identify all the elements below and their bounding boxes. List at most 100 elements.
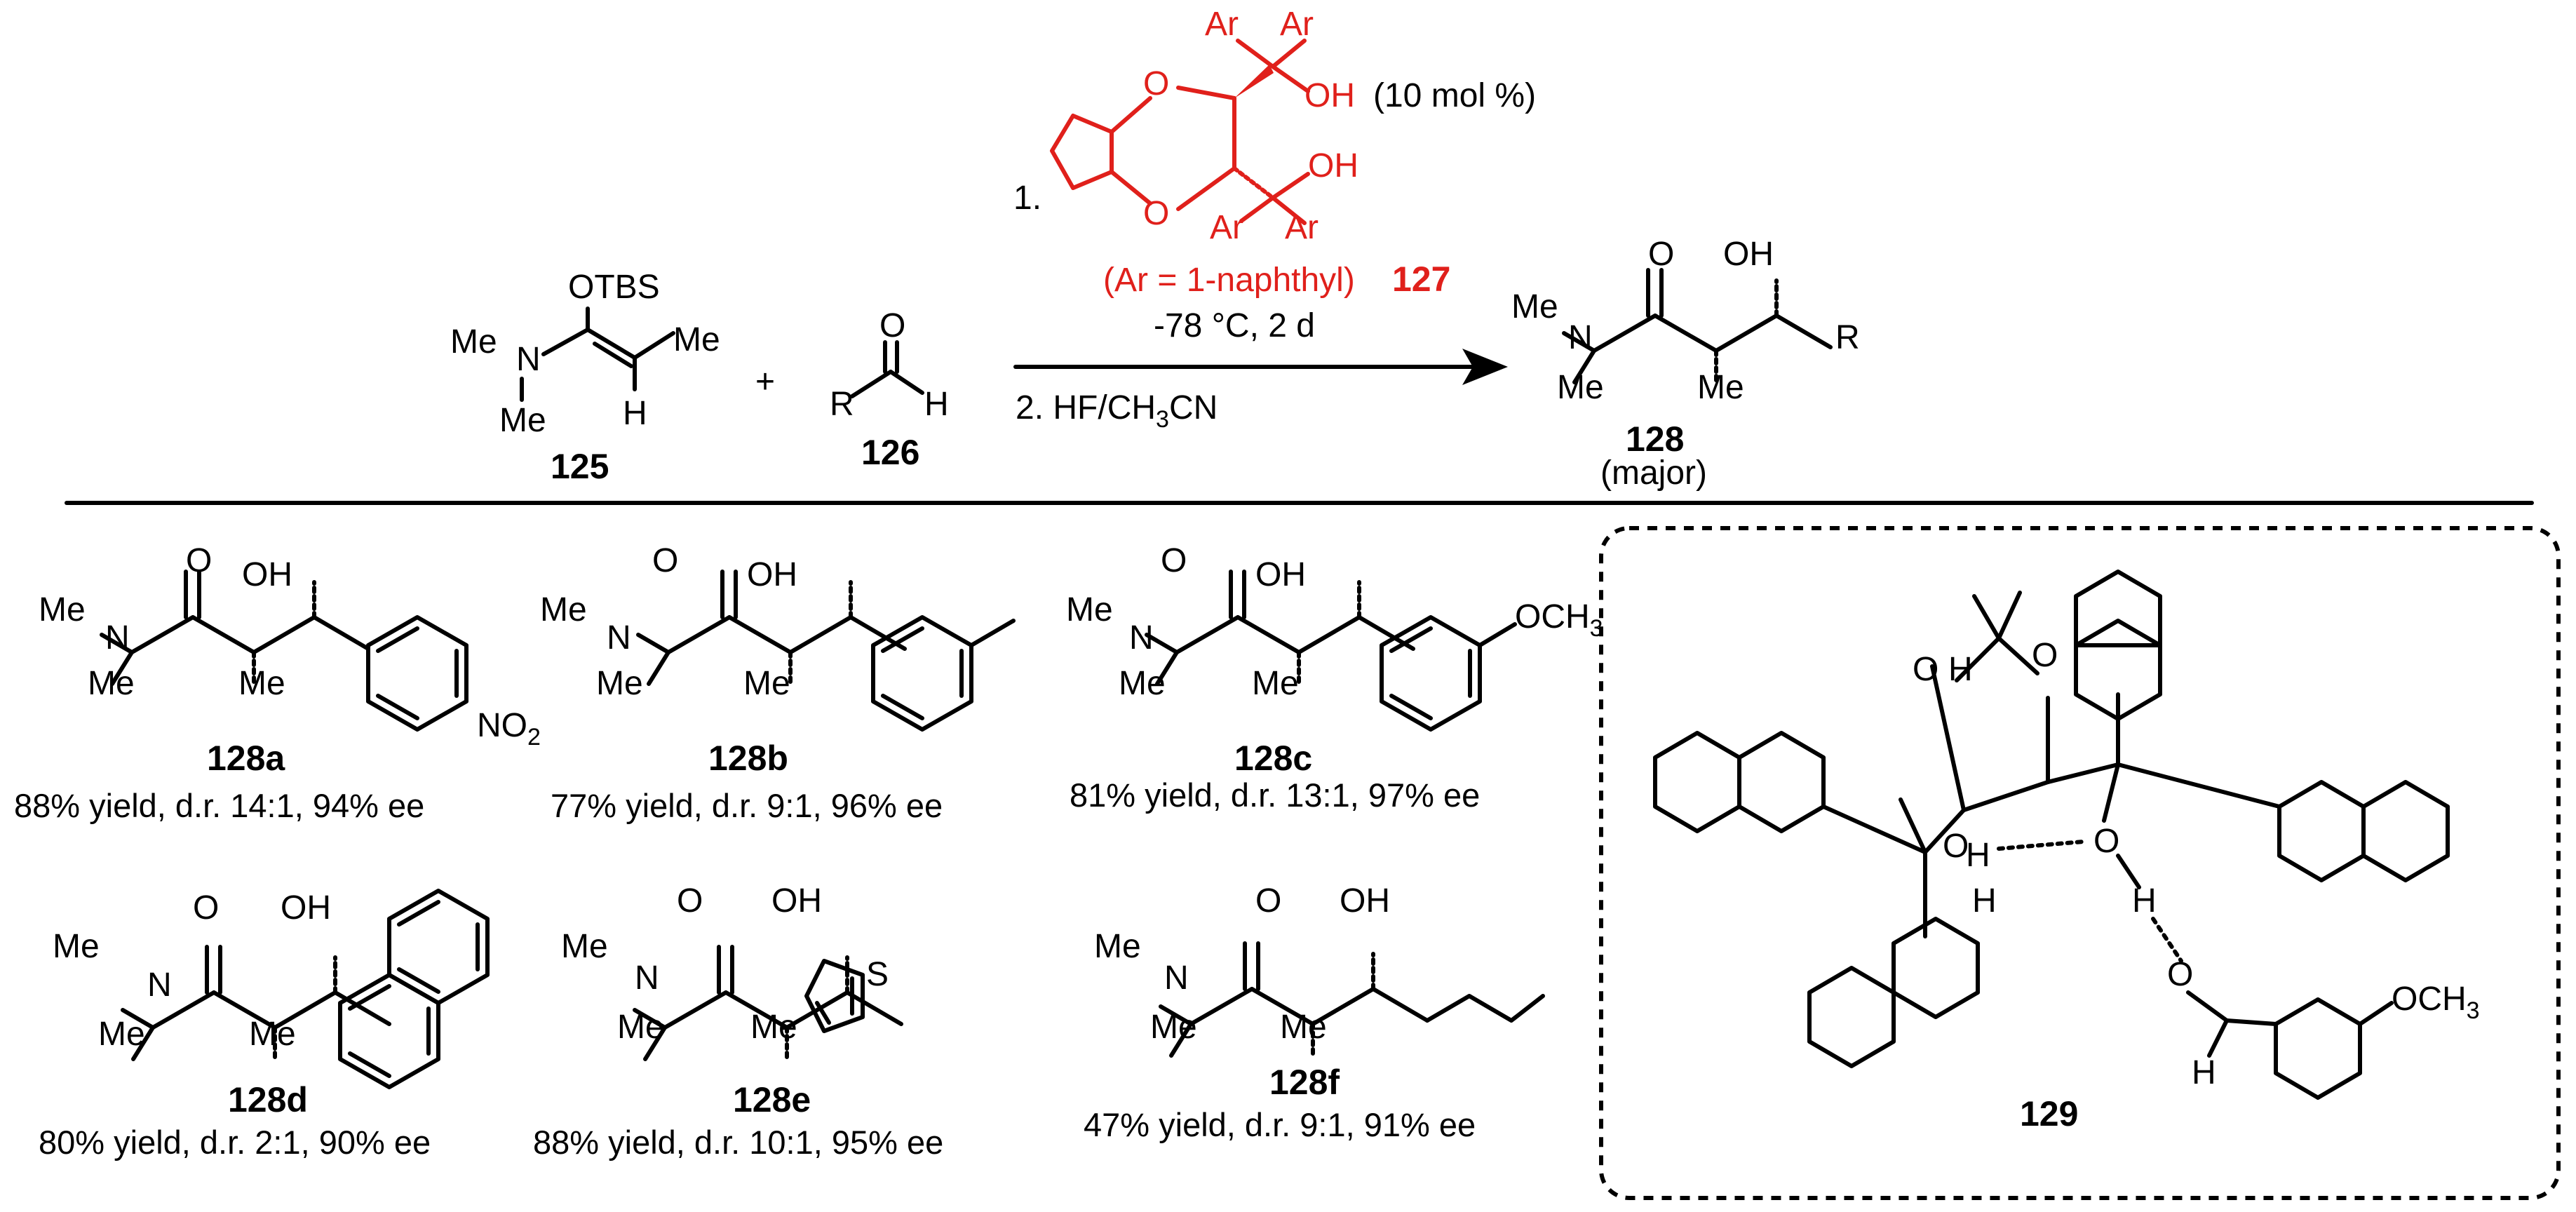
ar-label-1: Ar — [1205, 6, 1239, 43]
ts-o-h-bond: O — [2093, 823, 2119, 860]
n-label: N — [1164, 959, 1189, 997]
compound-128f-label: 128f — [1269, 1063, 1340, 1102]
h-label: H — [623, 395, 647, 432]
oh-label: OH — [747, 556, 797, 593]
o-label: O — [186, 542, 212, 579]
result-128f: 47% yield, d.r. 9:1, 91% ee — [1084, 1106, 1476, 1143]
result-128a: 88% yield, d.r. 14:1, 94% ee — [14, 787, 424, 824]
compound-126-label: 126 — [861, 433, 919, 472]
me-label: Me — [88, 665, 135, 702]
ar-label-2: Ar — [1280, 6, 1314, 43]
oh-label: OH — [771, 882, 822, 920]
me-label: Me — [98, 1016, 145, 1053]
step-1-label: 1. — [1013, 180, 1041, 217]
me-label: Me — [1150, 1009, 1197, 1046]
oh-label: OH — [281, 889, 331, 927]
o-label: O — [1161, 542, 1187, 579]
conditions-text: -78 °C, 2 d — [1154, 307, 1315, 344]
step-2-label: 2. HF/CH3CN — [1016, 389, 1218, 433]
compound-128c-label: 128c — [1234, 739, 1312, 778]
product-128d: O OH Me N Me Me 128d 80% yield, d.r. 2:1… — [39, 889, 487, 1161]
me-label: Me — [238, 665, 285, 702]
me-label: Me — [540, 591, 587, 628]
product-128e: O OH Me N Me Me S 128e 88% yield, d.r. 1… — [533, 882, 943, 1161]
me-label: Me — [53, 928, 100, 965]
product-128a: O OH Me N Me Me NO2 128a 88% yield, d.r.… — [14, 542, 541, 824]
r-substituent-label: R — [1835, 319, 1860, 356]
ts-o-lower: O — [1943, 828, 1969, 865]
me-label: Me — [249, 1016, 296, 1053]
o-label: O — [193, 889, 219, 927]
me-label: Me — [1119, 665, 1166, 702]
n-label: N — [147, 967, 172, 1004]
dioxolane-o-top: O — [1143, 65, 1169, 102]
n-label: N — [516, 341, 541, 378]
result-128d: 80% yield, d.r. 2:1, 90% ee — [39, 1124, 431, 1161]
me-label: Me — [1094, 928, 1141, 965]
ts-h-oh: H — [2132, 882, 2157, 920]
nitro-label: NO2 — [477, 707, 541, 750]
compound-128-label: 128 — [1626, 419, 1684, 459]
ar-label-3: Ar — [1210, 209, 1243, 246]
oh-label: OH — [1255, 556, 1306, 593]
me-label: Me — [1066, 591, 1113, 628]
catalyst-ar-note: (Ar = 1-naphthyl) — [1103, 262, 1355, 299]
result-128e: 88% yield, d.r. 10:1, 95% ee — [533, 1124, 943, 1161]
result-128c: 81% yield, d.r. 13:1, 97% ee — [1070, 776, 1480, 814]
oh-label-2: OH — [1308, 147, 1358, 184]
ts-methoxy-label: OCH3 — [2392, 981, 2480, 1024]
compound-129-label: 129 — [2020, 1094, 2078, 1133]
n-label: N — [635, 959, 659, 997]
product-128b: O OH Me N Me Me 128b 77% yield, d.r. 9:1… — [540, 542, 1016, 824]
me-label: Me — [750, 1009, 797, 1046]
o-label: O — [652, 542, 678, 579]
n-label: N — [105, 619, 130, 656]
r-label: R — [830, 386, 854, 423]
me-label: Me — [561, 928, 608, 965]
compound-128b-label: 128b — [708, 739, 788, 778]
me-label: Me — [1280, 1009, 1327, 1046]
catalyst-127: 1. O O Ar Ar OH OH Ar Ar (10 mol %) (Ar … — [1013, 6, 1536, 344]
catalyst-loading: (10 mol %) — [1373, 77, 1536, 114]
compound-128a-label: 128a — [207, 739, 285, 778]
product-128c: O OH Me N Me Me OCH3 128c 81% yield, d.r… — [1066, 542, 1603, 814]
dioxolane-o-bottom: O — [1143, 195, 1169, 232]
me-label: Me — [1252, 665, 1299, 702]
me-label: Me — [39, 591, 86, 628]
n-label: N — [607, 619, 631, 656]
oh-label: OH — [1340, 882, 1390, 920]
product-128: O OH R Me N Me Me 128 (major) — [1511, 236, 1860, 492]
me-label: Me — [743, 665, 790, 702]
methoxy-label: OCH3 — [1515, 598, 1603, 642]
alpha-me-label: Me — [1697, 369, 1744, 406]
o-label: O — [1255, 882, 1281, 920]
ts-o-upper: O — [1913, 651, 1938, 688]
me-label: Me — [673, 321, 720, 358]
ar-label-4: Ar — [1285, 209, 1319, 246]
transition-state-box — [1599, 526, 2561, 1200]
transition-state-129: O H O H O O H H O H — [1653, 570, 2480, 1133]
ts-aldehyde-o: O — [2167, 956, 2193, 993]
carbonyl-o-label: O — [1648, 236, 1674, 273]
product-note: (major) — [1600, 454, 1707, 492]
me-label-2: Me — [499, 402, 546, 439]
reactant-126: R O H 126 — [830, 307, 949, 472]
catalyst-127-label: 127 — [1392, 260, 1450, 299]
o-label: O — [879, 307, 905, 344]
h-label-2: H — [924, 386, 949, 423]
oh-label: OH — [242, 556, 292, 593]
result-128b: 77% yield, d.r. 9:1, 96% ee — [551, 787, 943, 824]
plus-sign: + — [755, 363, 775, 400]
amide-n-label: N — [1568, 319, 1593, 356]
ts-h-lower: H — [1966, 837, 1990, 874]
ts-h-ring: H — [1972, 882, 1997, 920]
thiophene-s-label: S — [866, 956, 889, 993]
reactant-125: OTBS Me H Me N Me 125 — [450, 269, 720, 486]
me-label: Me — [617, 1009, 664, 1046]
oh-label-1: OH — [1304, 77, 1355, 114]
me-label: Me — [596, 665, 643, 702]
compound-128d-label: 128d — [228, 1080, 308, 1119]
compound-125-label: 125 — [551, 447, 609, 486]
amide-me-label-2: Me — [1557, 369, 1604, 406]
